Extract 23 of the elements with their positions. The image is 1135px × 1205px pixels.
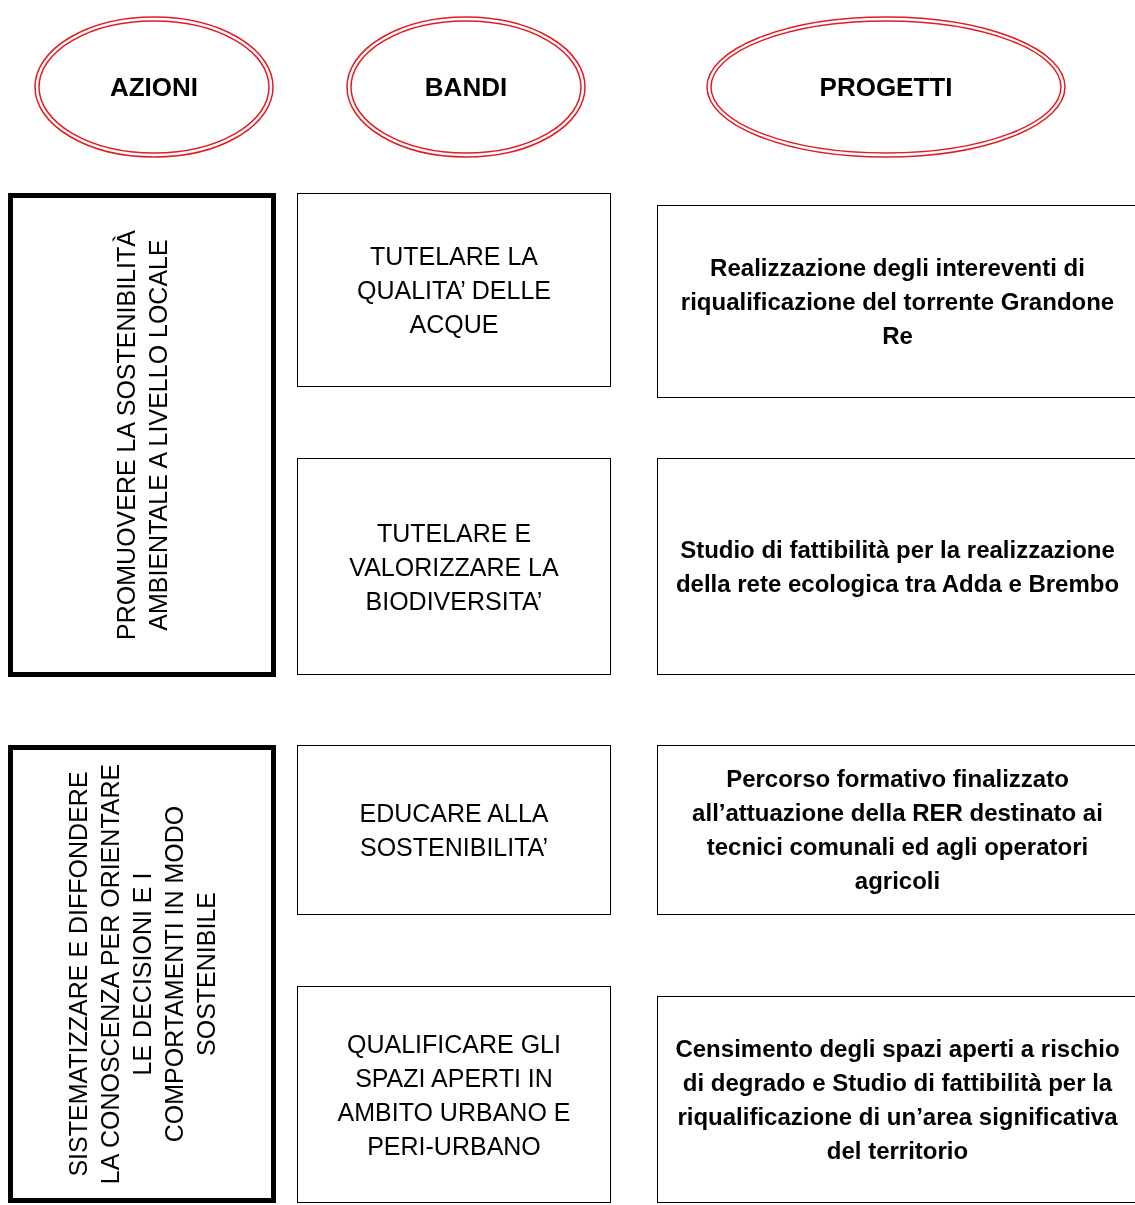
call-text: TUTELARE LA QUALITA’ DELLE ACQUE <box>355 241 552 340</box>
project-text: Studio di fattibilità per la realizzazione della rete ecologica tra Adda e Brembo <box>674 534 1121 599</box>
project-text: Percorso formativo finalizzato all’attuazione della RER destinato ai tecnici comunali ed agli operatori agricoli <box>691 764 1104 896</box>
call-box <box>297 986 611 1203</box>
project-text: Censimento degli spazi aperti a rischio di degrado e Studio di fattibilità per la riqualificazione di un’area significativa del territorio <box>674 1033 1121 1166</box>
call-box <box>297 458 611 675</box>
heading-label: BANDI <box>424 70 508 104</box>
project-text: Realizzazione degli intereventi di riqualificazione del torrente Grandone Re <box>679 252 1116 351</box>
call-text: QUALIFICARE GLI SPAZI APERTI IN AMBITO URBANO E PERI-URBANO <box>336 1028 572 1162</box>
project-box <box>657 458 1135 675</box>
project-box <box>657 205 1135 398</box>
heading-label: PROGETTI <box>819 70 953 104</box>
action-box <box>8 193 276 677</box>
action-text: SISTEMATIZZARE E DIFFONDERE LA CONOSCENZA PER ORIENTARE LE DECISIONI E I COMPORTAMENTI IN MODO SOSTENIBILE <box>63 762 221 1187</box>
call-box <box>297 193 611 387</box>
project-box <box>657 745 1135 915</box>
action-text: PROMUOVERE LA SOSTENIBILITÀ AMBIENTALE A LIVELLO LOCALE <box>111 229 173 642</box>
project-box <box>657 996 1135 1203</box>
call-box <box>297 745 611 915</box>
action-box <box>8 745 276 1203</box>
call-text: TUTELARE E VALORIZZARE LA BIODIVERSITA’ <box>348 517 560 617</box>
heading-label: AZIONI <box>109 70 199 104</box>
call-text: EDUCARE ALLA SOSTENIBILITA’ <box>358 798 550 863</box>
